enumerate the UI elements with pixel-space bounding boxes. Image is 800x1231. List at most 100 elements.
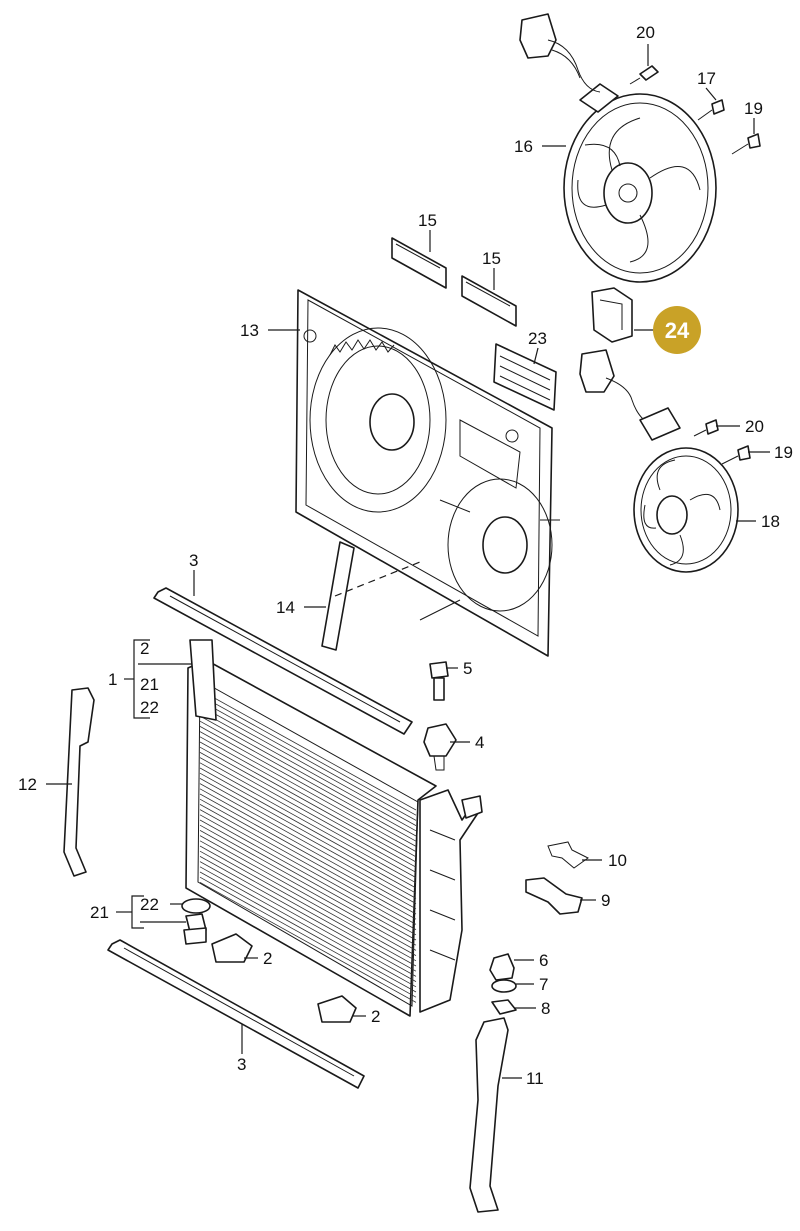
lower-cooling-fan xyxy=(633,447,739,573)
label-21-group: 21 xyxy=(140,675,159,694)
label-14: 14 xyxy=(276,598,295,617)
radiator-fin xyxy=(199,715,417,837)
lower-fan-connector xyxy=(579,349,681,441)
label-13: 13 xyxy=(240,321,259,340)
radiator-fin xyxy=(199,694,417,816)
fan-shroud xyxy=(295,289,560,657)
left-side-seal xyxy=(63,687,95,877)
radiator-fin xyxy=(199,689,417,811)
label-9: 9 xyxy=(601,891,610,910)
part-number-labels: 20 17 19 16 15 15 13 23 20 19 18 14 3 2 … xyxy=(18,23,793,1088)
mount-4 xyxy=(423,723,457,771)
radiator-fin xyxy=(199,876,417,998)
radiator-fin xyxy=(199,861,417,982)
radiator xyxy=(185,639,483,1017)
label-4: 4 xyxy=(475,733,484,752)
label-12: 12 xyxy=(18,775,37,794)
label-7: 7 xyxy=(539,975,548,994)
radiator-fin xyxy=(199,793,417,915)
radiator-fin xyxy=(199,798,417,920)
radiator-fin xyxy=(199,736,417,858)
radiator-fin xyxy=(199,726,417,847)
radiator-fin xyxy=(199,783,417,904)
screw-20-lower xyxy=(693,419,719,437)
radiator-fin xyxy=(199,819,417,941)
label-15-left: 15 xyxy=(418,211,437,230)
radiator-fin xyxy=(199,882,417,1003)
radiator-fin xyxy=(199,835,417,956)
radiator-fin xyxy=(199,845,417,967)
label-2-lower-right: 2 xyxy=(371,1007,380,1026)
radiator-fin xyxy=(199,809,417,930)
drain-plug-21 xyxy=(183,913,207,945)
radiator-fin xyxy=(199,871,417,993)
radiator-fin xyxy=(199,767,417,889)
label-16: 16 xyxy=(514,137,533,156)
upper-air-seal xyxy=(153,587,413,735)
radiator-fin xyxy=(199,752,417,873)
label-3-lower: 3 xyxy=(237,1055,246,1074)
radiator-fin xyxy=(199,710,417,832)
screw-20-upper xyxy=(629,65,659,85)
o-ring-22 xyxy=(181,898,211,914)
clip-15-right xyxy=(461,275,517,327)
radiator-fin xyxy=(199,866,417,988)
radiator-fin xyxy=(199,741,417,863)
radiator-fin xyxy=(199,830,417,951)
label-19-upper: 19 xyxy=(744,99,763,118)
screw-19-lower xyxy=(721,445,751,465)
bracket-2-right xyxy=(317,995,357,1023)
radiator-fin xyxy=(199,824,417,946)
radiator-fin xyxy=(199,850,417,972)
label-18: 18 xyxy=(761,512,780,531)
radiator-fin xyxy=(199,804,417,925)
seal-strip xyxy=(321,541,355,651)
screw-17 xyxy=(697,99,725,121)
label-10: 10 xyxy=(608,851,627,870)
label-22-lower: 22 xyxy=(140,895,159,914)
radiator-fin xyxy=(199,757,417,878)
screw-19-upper xyxy=(731,133,761,155)
label-2-lower-left: 2 xyxy=(263,949,272,968)
lower-air-seal xyxy=(107,939,365,1089)
highlight-circle[interactable] xyxy=(653,306,701,354)
radiator-fin xyxy=(199,778,417,899)
rubber-mount-6 xyxy=(489,953,515,981)
radiator-fin xyxy=(199,700,417,821)
label-20-lower: 20 xyxy=(745,417,764,436)
highlight-callout-24[interactable]: 24 xyxy=(653,306,701,354)
label-23: 23 xyxy=(528,329,547,348)
radiator-fin xyxy=(199,788,417,910)
radiator-fin xyxy=(199,705,417,826)
radiator-fin xyxy=(199,762,417,884)
highlight-number[interactable]: 24 xyxy=(665,318,690,343)
clip-8 xyxy=(491,999,517,1015)
part-24-connector xyxy=(591,287,633,343)
radiator-fin xyxy=(199,856,417,977)
radiator-fin xyxy=(199,731,417,852)
label-17: 17 xyxy=(697,69,716,88)
radiator-fin xyxy=(199,840,417,962)
bracket-9 xyxy=(525,877,583,915)
upper-fan-connector xyxy=(519,13,601,93)
label-3-upper: 3 xyxy=(189,551,198,570)
radiator-fin xyxy=(199,746,417,868)
label-8: 8 xyxy=(541,999,550,1018)
label-21-lower: 21 xyxy=(90,903,109,922)
bracket-23 xyxy=(493,343,557,411)
leader-lines xyxy=(46,44,770,1079)
bracket-2-left xyxy=(211,933,253,963)
bracket-10 xyxy=(547,841,589,869)
upper-cooling-fan xyxy=(563,83,717,283)
label-2-group: 2 xyxy=(140,639,149,658)
label-20-upper: 20 xyxy=(636,23,655,42)
radiator-fin xyxy=(199,814,417,936)
o-ring-7 xyxy=(491,979,517,993)
right-side-seal xyxy=(469,1017,509,1213)
clip-15-left xyxy=(391,237,447,289)
radiator-fin xyxy=(199,772,417,894)
seal-assembly-line xyxy=(334,561,421,597)
radiator-fin xyxy=(199,720,417,842)
bolt-5 xyxy=(429,661,449,701)
